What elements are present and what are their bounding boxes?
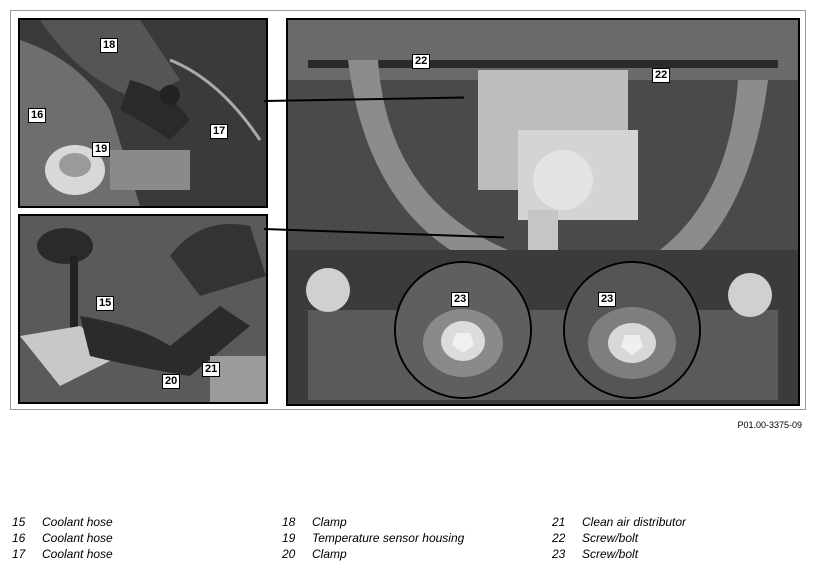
callout-18: 18 xyxy=(100,38,119,53)
callout-15: 15 xyxy=(96,296,115,311)
engine-bay-photo xyxy=(288,20,798,404)
detail-photo-bottom xyxy=(20,216,266,402)
detail-panel-bottom: 15 20 21 xyxy=(18,214,268,404)
main-photo: 22 22 xyxy=(286,18,800,406)
callout-16: 16 xyxy=(28,108,47,123)
detail-panel-top: 18 16 19 17 xyxy=(18,18,268,208)
callout-20: 20 xyxy=(162,374,181,389)
detail-photo-top xyxy=(20,20,266,206)
callout-17: 17 xyxy=(210,124,229,139)
figure-reference: P01.00-3375-09 xyxy=(737,420,802,430)
zoom-photo-left xyxy=(396,263,530,397)
callout-23-right: 23 xyxy=(598,292,617,307)
callout-22-left: 22 xyxy=(412,54,431,69)
callout-23-left: 23 xyxy=(451,292,470,307)
callout-22-right: 22 xyxy=(652,68,671,83)
callout-21: 21 xyxy=(202,362,221,377)
callout-19: 19 xyxy=(92,142,111,157)
zoom-circle-right xyxy=(563,261,701,399)
zoom-circle-left xyxy=(394,261,532,399)
zoom-photo-right xyxy=(565,263,699,397)
